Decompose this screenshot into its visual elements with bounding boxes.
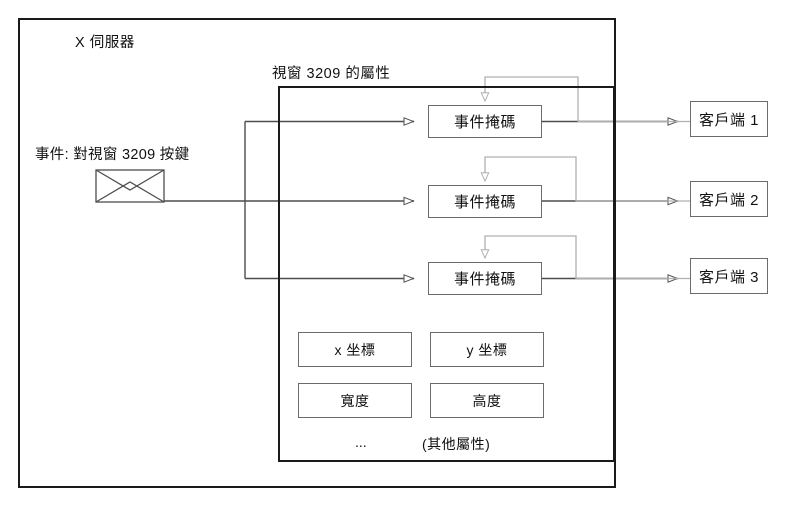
property-label: 寬度 — [340, 392, 370, 409]
window-properties-title: 視窗 3209 的屬性 — [272, 66, 391, 82]
property-label: y 坐標 — [466, 341, 508, 358]
event-mask-box-1[interactable]: 事件掩碼 — [428, 105, 542, 138]
property-box-y-coordinate[interactable]: y 坐標 — [430, 332, 544, 367]
client-label: 客戶端 2 — [698, 191, 759, 209]
client-box-2[interactable]: 客戶端 2 — [690, 181, 768, 217]
property-box-x-coordinate[interactable]: x 坐標 — [298, 332, 412, 367]
property-box-width[interactable]: 寬度 — [298, 383, 412, 418]
client-label: 客戶端 1 — [698, 111, 759, 129]
property-box-height[interactable]: 高度 — [430, 383, 544, 418]
property-label: 高度 — [472, 392, 502, 409]
event-mask-box-3[interactable]: 事件掩碼 — [428, 262, 542, 295]
x-server-title: X 伺服器 — [75, 35, 135, 51]
properties-ellipsis: ... — [355, 434, 367, 450]
client-label: 客戶端 3 — [698, 268, 759, 286]
other-properties-label: (其他屬性) — [422, 436, 491, 452]
event-mask-label: 事件掩碼 — [453, 114, 516, 131]
event-label: 事件: 對視窗 3209 按鍵 — [35, 147, 190, 163]
client-box-3[interactable]: 客戶端 3 — [690, 258, 768, 294]
property-label: x 坐標 — [334, 341, 376, 358]
client-box-1[interactable]: 客戶端 1 — [690, 101, 768, 137]
x-server-frame — [18, 18, 616, 488]
event-mask-label: 事件掩碼 — [453, 271, 516, 288]
window-properties-frame — [278, 86, 615, 462]
event-mask-box-2[interactable]: 事件掩碼 — [428, 185, 542, 218]
event-mask-label: 事件掩碼 — [453, 194, 516, 211]
envelope-icon — [95, 169, 165, 203]
